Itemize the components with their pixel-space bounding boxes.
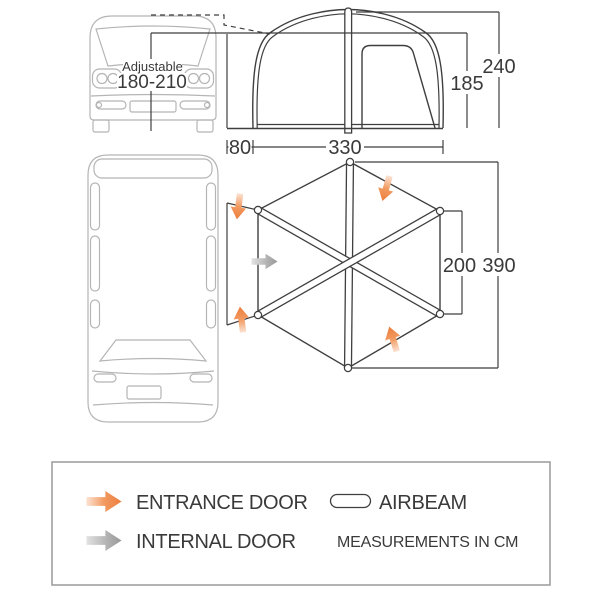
entrance-door-legend-icon xyxy=(86,490,122,513)
side-window xyxy=(205,235,217,292)
van-front-bumper-line xyxy=(90,93,216,97)
side-window xyxy=(205,299,217,329)
center-airbeam xyxy=(344,7,353,134)
door-arrows xyxy=(229,173,405,354)
bumper-slit xyxy=(95,100,127,110)
dim-total-height: 240 xyxy=(482,56,515,78)
airbeam-end xyxy=(343,363,353,373)
dim-side-panel: 200 xyxy=(443,255,476,277)
van-top-body xyxy=(87,154,219,423)
airbeam-end xyxy=(345,157,355,167)
front-light xyxy=(189,373,213,383)
label-mask xyxy=(326,137,364,157)
van-front-wheel-left xyxy=(92,119,110,133)
van-top-tailgate xyxy=(93,158,213,179)
airbeam-end xyxy=(435,309,445,319)
van-top-windshield xyxy=(98,339,208,362)
dim-front-width: 330 xyxy=(328,137,361,159)
internal-door-legend-icon xyxy=(86,529,122,552)
label-mask xyxy=(442,253,478,276)
fog-light xyxy=(203,101,211,109)
label-mask xyxy=(123,59,182,73)
cowl-dashed-outline xyxy=(151,14,271,35)
fog-light xyxy=(95,101,103,109)
headlight-lamp xyxy=(96,72,108,85)
headlight-lamp xyxy=(187,72,200,85)
van-top-bumper-line xyxy=(92,401,214,406)
license-plate xyxy=(126,385,162,400)
internal-door-arrow-icon xyxy=(251,253,278,270)
internal-door-label: INTERNAL DOOR xyxy=(136,531,296,553)
label-mask xyxy=(451,71,484,94)
airbeam-end xyxy=(253,205,263,215)
side-window xyxy=(89,235,101,292)
side-window xyxy=(89,299,101,329)
airbeam-label: AIRBEAM xyxy=(379,492,467,514)
label-mask xyxy=(117,73,187,91)
bumper-grille xyxy=(129,100,177,113)
bumper-slit xyxy=(179,100,211,110)
entrance-door-arrow-icon xyxy=(232,305,251,334)
dim-connection-depth: 80 xyxy=(229,137,251,159)
van-top-view xyxy=(87,154,219,423)
label-mask xyxy=(481,253,517,276)
tent-door-outline xyxy=(361,44,436,129)
airbeam-legend-icon xyxy=(329,493,372,509)
side-window xyxy=(205,182,217,231)
label-mask xyxy=(483,54,516,77)
dim-total-depth: 390 xyxy=(482,255,515,277)
van-front-wheel-right xyxy=(196,119,214,133)
adjustable-label: Adjustable xyxy=(122,59,183,74)
entrance-door-arrow-icon xyxy=(381,324,405,354)
units-note: MEASUREMENTS IN CM xyxy=(337,534,518,551)
dim-wall-height: 185 xyxy=(450,73,483,95)
legend-box xyxy=(51,461,551,586)
entrance-door-label: ENTRANCE DOOR xyxy=(136,492,308,514)
tunnel-plan-top xyxy=(226,202,259,211)
legend: ENTRANCE DOOR AIRBEAM INTERNAL DOOR MEAS… xyxy=(51,461,551,586)
elevation-dimensions: 240 185 80 330 Adjustable 180-210 xyxy=(117,11,516,159)
label-mask xyxy=(228,137,252,157)
front-light xyxy=(93,373,117,383)
airbeams xyxy=(253,157,445,373)
adjustable-range: 180-210 xyxy=(117,72,187,93)
entrance-door-arrow-icon xyxy=(374,173,398,204)
awning-side-elevation xyxy=(150,7,467,134)
awning-plan-view: 200 390 xyxy=(226,157,517,373)
airbeam-end xyxy=(435,206,445,216)
van-front-body xyxy=(89,15,217,121)
side-window xyxy=(89,182,101,231)
airbeam-end xyxy=(253,310,263,320)
headlight-lamp xyxy=(198,72,211,85)
van-top-hood-line xyxy=(91,370,215,375)
